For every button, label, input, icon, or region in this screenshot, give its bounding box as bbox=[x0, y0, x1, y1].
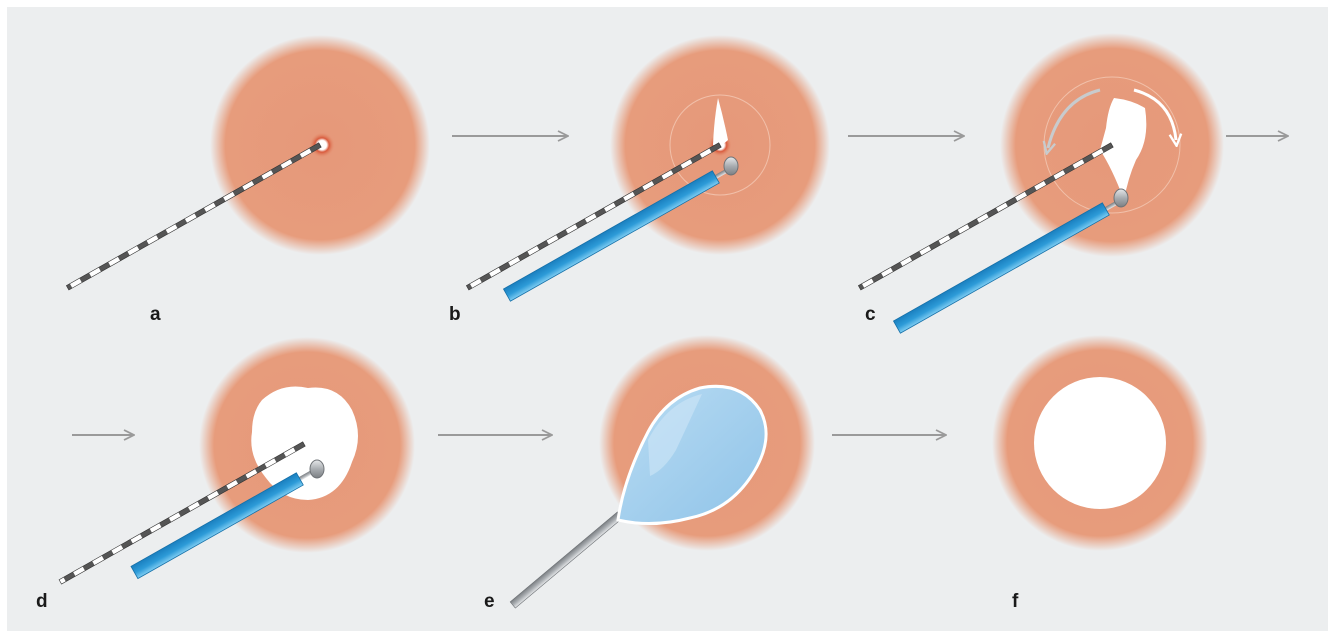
panel-label-a: a bbox=[150, 304, 161, 325]
dilated-opening bbox=[1034, 377, 1166, 509]
panel-label-f: f bbox=[1012, 591, 1019, 612]
cutting-blade bbox=[724, 157, 738, 175]
panel-label-d: d bbox=[36, 591, 48, 612]
panel-label-b: b bbox=[449, 304, 461, 325]
panel-label-c: c bbox=[865, 304, 876, 325]
cutting-blade bbox=[1114, 189, 1128, 207]
cutting-blade bbox=[310, 460, 324, 478]
panel-label-e: e bbox=[484, 591, 495, 612]
puncture-site bbox=[309, 132, 335, 158]
